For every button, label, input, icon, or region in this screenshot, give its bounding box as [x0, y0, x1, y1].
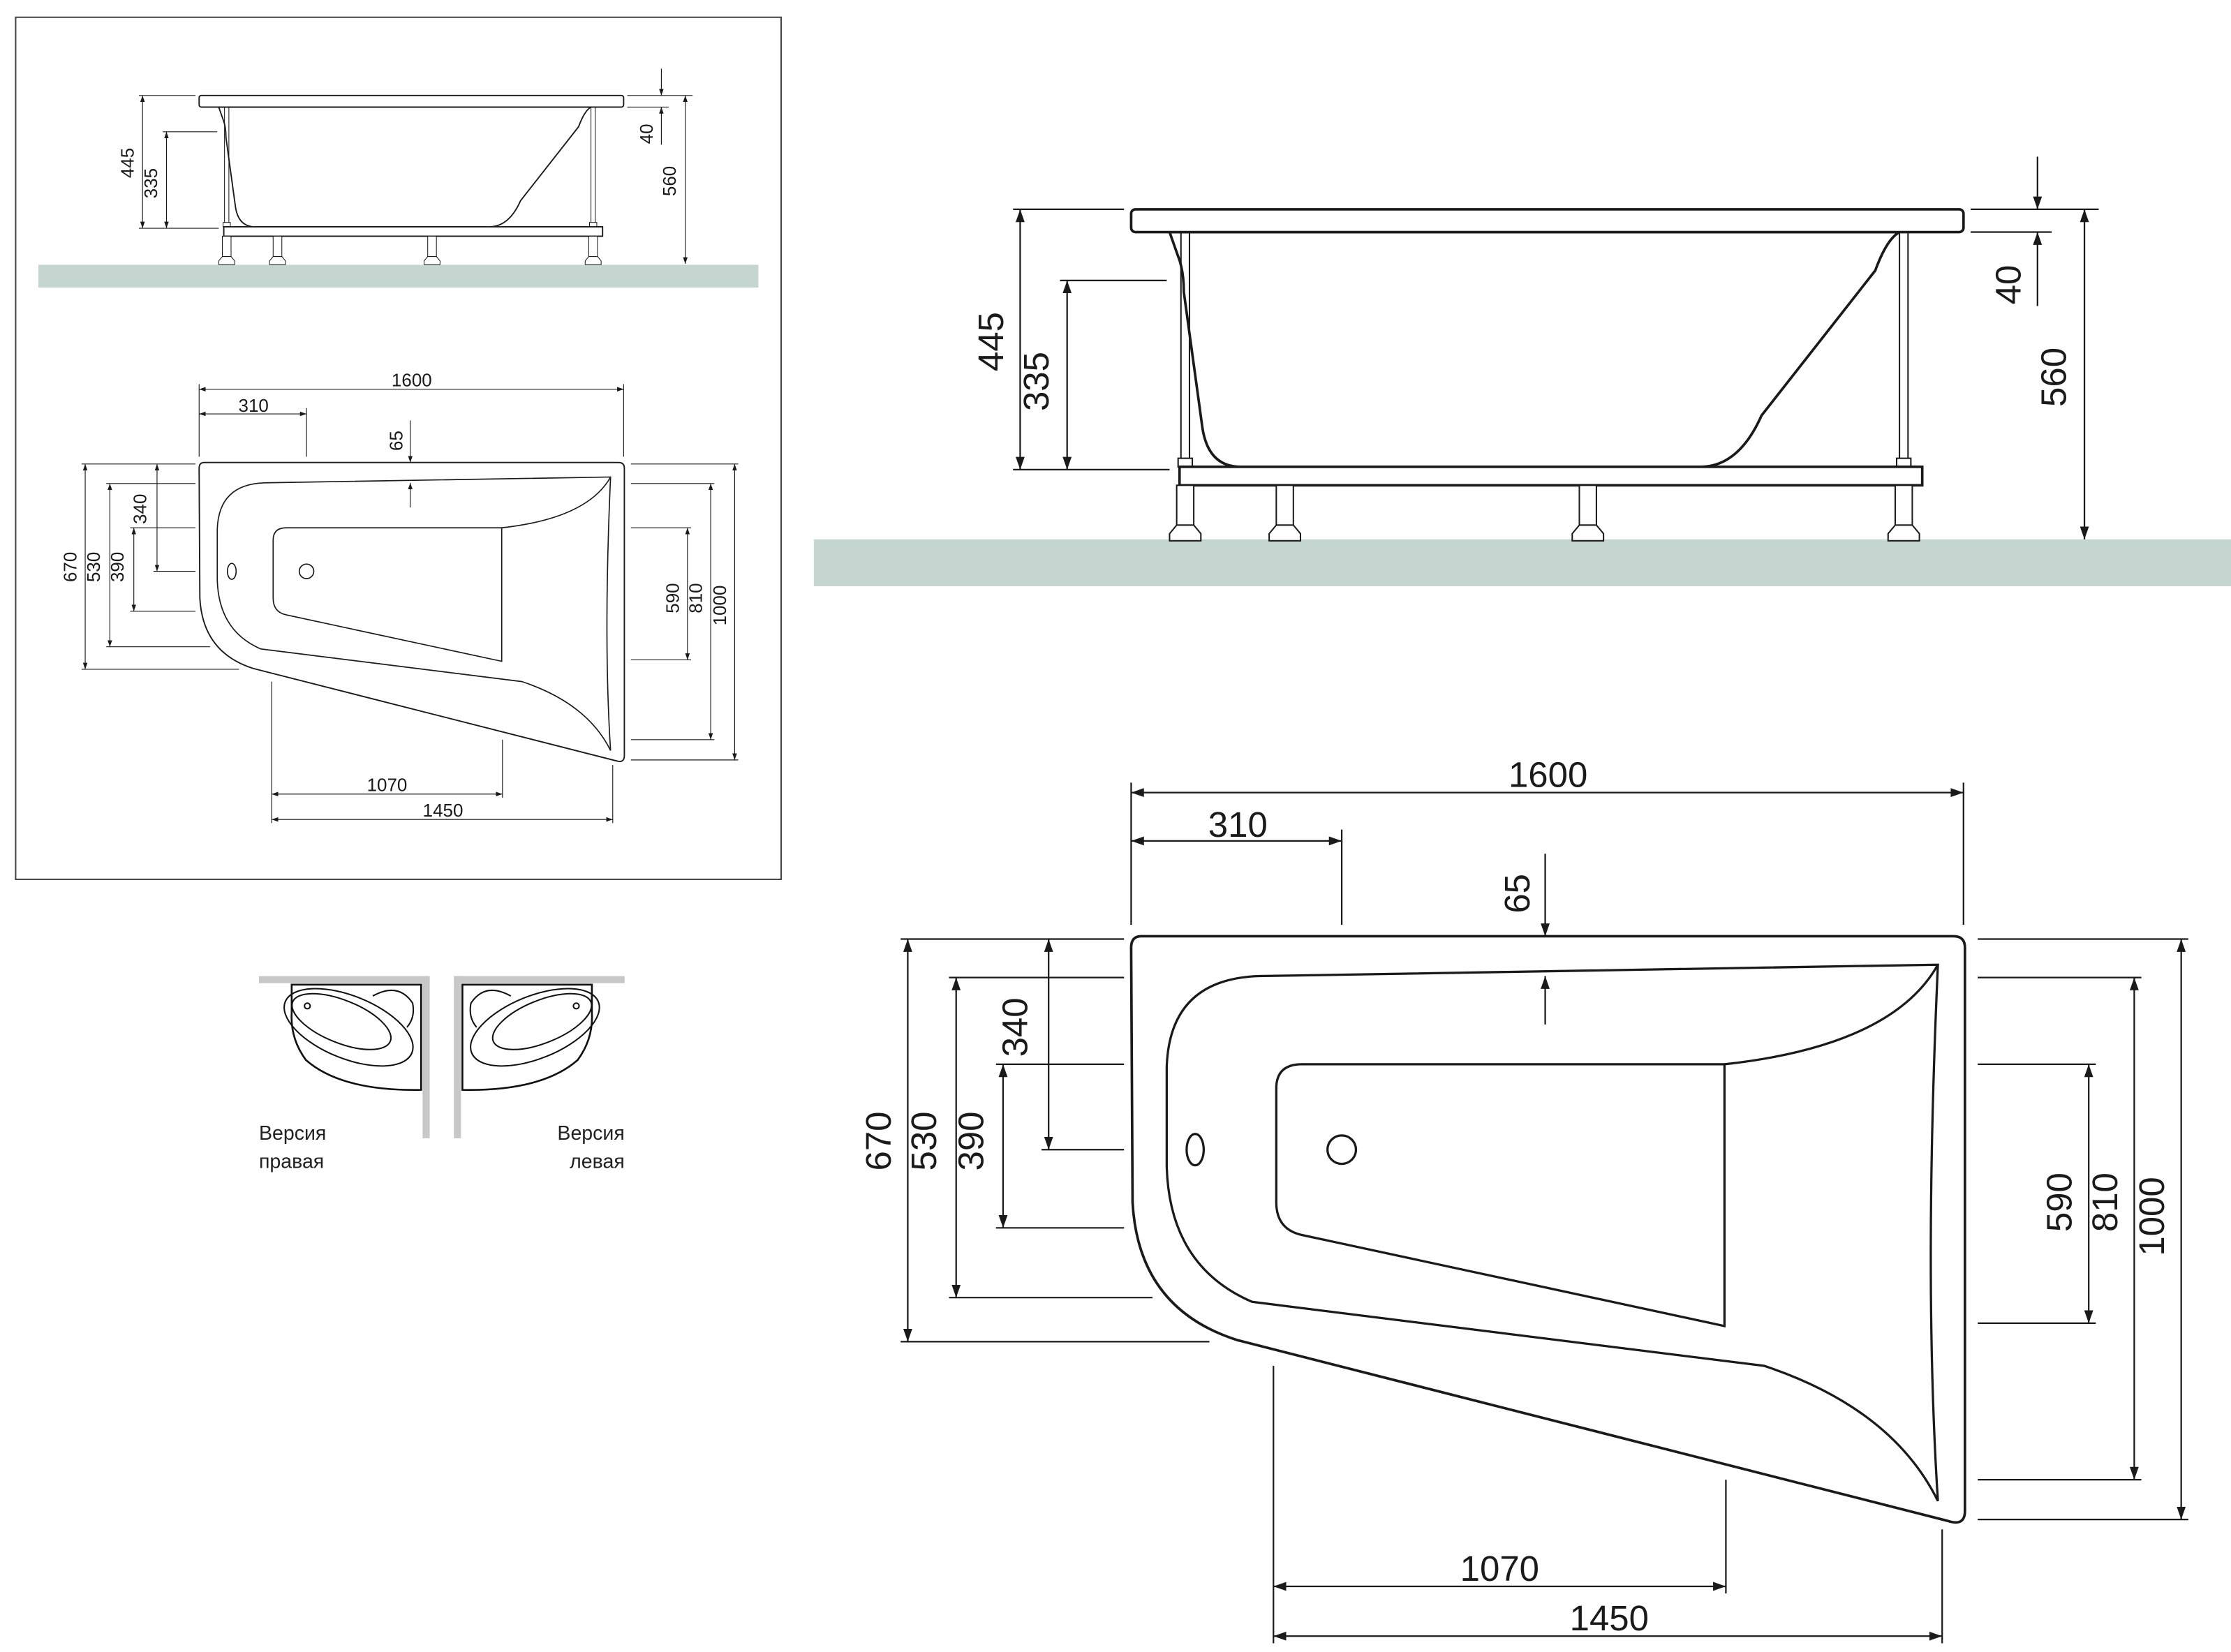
dimension-label-left-upper: 340	[129, 494, 150, 524]
dimension-label-left-inner: 530	[83, 552, 104, 582]
dimension-label-total-height: 560	[2034, 348, 2074, 407]
version-left-line1: Версия	[557, 1122, 624, 1145]
dimension-label-depth-total: 445	[971, 312, 1011, 371]
dimension-label-right-basin: 590	[2040, 1173, 2080, 1232]
dimension-label-right-inner: 810	[2085, 1173, 2125, 1232]
dimension-label-bottom-basin: 1070	[1460, 1549, 1539, 1588]
dimension-label-depth-bowl: 335	[140, 168, 161, 198]
version-right-line2: правая	[259, 1151, 324, 1173]
floor	[813, 539, 2231, 587]
overview-panel-frame	[15, 16, 783, 880]
dimension-label-bottom-length: 1450	[1570, 1598, 1649, 1638]
dimension-label-left-inner: 530	[904, 1111, 944, 1170]
version-left-icon	[452, 972, 626, 1140]
version-right-line1: Версия	[259, 1122, 326, 1145]
dimension-label-length: 1600	[1509, 754, 1587, 794]
version-left-line2: левая	[570, 1151, 625, 1173]
dimension-label-depth-total: 445	[117, 148, 138, 178]
dimension-label-right-basin: 590	[662, 583, 683, 613]
dimension-label-bottom-length: 1450	[423, 800, 464, 821]
dimension-label-left-upper: 340	[995, 997, 1035, 1057]
dimension-label-drain-offset: 310	[1208, 805, 1268, 844]
floor-small	[38, 265, 759, 288]
dimension-label-rim-width: 65	[385, 431, 406, 451]
dimension-label-right-width: 1000	[2132, 1177, 2172, 1256]
dimension-label-right-inner: 810	[685, 583, 706, 613]
dimension-label-drain-offset: 310	[239, 395, 269, 416]
dimension-label-rim-thickness: 40	[636, 124, 657, 144]
dimension-label-left-width: 670	[60, 552, 81, 582]
version-right-icon	[258, 972, 431, 1140]
dimension-label-rim-thickness: 40	[1988, 265, 2028, 305]
dimension-label-total-height: 560	[659, 166, 680, 196]
dimension-label-bottom-basin: 1070	[367, 775, 408, 796]
dimension-label-left-width: 670	[859, 1111, 898, 1170]
dimension-label-depth-bowl: 335	[1016, 352, 1056, 411]
dimension-label-left-basin: 390	[951, 1111, 991, 1170]
dimension-label-rim-width: 65	[1497, 874, 1537, 914]
dimension-label-right-width: 1000	[709, 586, 730, 626]
dimension-label-left-basin: 390	[107, 552, 128, 582]
dimension-label-length: 1600	[392, 370, 432, 391]
